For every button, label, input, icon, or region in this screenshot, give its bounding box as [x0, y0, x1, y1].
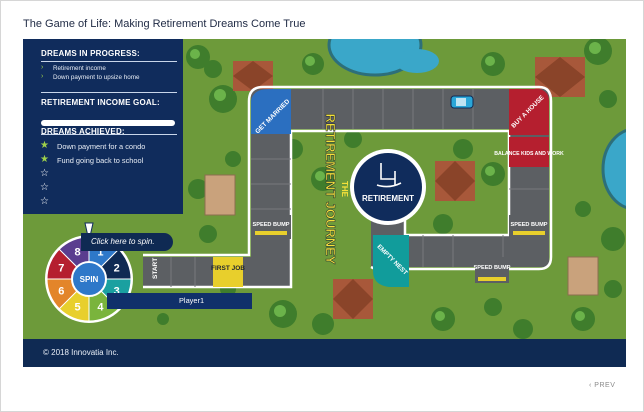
dreams-panel: DREAMS IN PROGRESS: › Retirement income …: [23, 39, 183, 214]
dreams-in-progress-heading: DREAMS IN PROGRESS:: [41, 49, 140, 58]
chevron-left-icon[interactable]: ‹: [589, 382, 592, 389]
board-squares: FIRST JOB GET MARRIED BUY A HOUSE BALANC…: [152, 89, 564, 287]
prev-label[interactable]: PREV: [594, 382, 616, 389]
car-icon: [450, 95, 474, 109]
copyright-text: © 2018 Innovatia Inc.: [43, 348, 119, 357]
svg-text:SPEED BUMP: SPEED BUMP: [474, 265, 511, 271]
dream-item: Down payment to upsize home: [53, 74, 140, 81]
svg-text:THE: THE: [340, 181, 349, 198]
empty-star-icon: ☆: [40, 168, 49, 179]
wheel-number: 7: [58, 263, 64, 275]
game-board: FIRST JOB GET MARRIED BUY A HOUSE BALANC…: [23, 39, 626, 367]
balance-kids-square: [509, 137, 549, 167]
svg-text:RETIREMENT JOURNEY: RETIREMENT JOURNEY: [323, 114, 338, 265]
filled-star-icon: ★: [40, 140, 49, 151]
wheel-number: 1: [97, 246, 103, 258]
retirement-journey-sign: THE RETIREMENT JOURNEY: [323, 113, 349, 265]
first-job-label: FIRST JOB: [211, 265, 245, 272]
player-bar: Player1: [107, 293, 252, 309]
speed-bump-right: SPEED BUMP: [509, 215, 549, 239]
spin-label[interactable]: SPIN: [80, 275, 99, 284]
first-job-square: [213, 257, 243, 287]
pond-right: [601, 129, 626, 209]
start-label: START: [152, 258, 159, 279]
spin-center-button[interactable]: [71, 261, 107, 297]
chevron-icon: ›: [41, 64, 44, 71]
wheel-number: 5: [74, 302, 80, 314]
chevron-icon: ›: [41, 73, 44, 80]
houses: [204, 57, 599, 319]
prev-button[interactable]: ‹ PREV: [589, 382, 615, 389]
spinner-pointer-icon: [84, 222, 94, 242]
svg-text:SPEED BUMP: SPEED BUMP: [253, 222, 290, 228]
empty-star-icon: ☆: [40, 182, 49, 193]
achieved-item: Down payment for a condo: [57, 142, 146, 151]
page-title: The Game of Life: Making Retirement Drea…: [23, 18, 306, 30]
filled-star-icon: ★: [40, 154, 49, 165]
wheel-number: 3: [114, 285, 120, 297]
svg-text:SPEED BUMP: SPEED BUMP: [511, 222, 548, 228]
wheel-number: 8: [74, 246, 80, 258]
divider: [41, 61, 177, 62]
speed-bump-left: SPEED BUMP: [251, 215, 291, 239]
speed-bump-bottom: SPEED BUMP: [474, 257, 511, 283]
divider: [41, 92, 177, 93]
tree-highlights: [190, 42, 601, 321]
pond-top-b: [395, 49, 439, 73]
footer: © 2018 Innovatia Inc.: [23, 339, 626, 367]
empty-nest-square: [373, 235, 409, 287]
retirement-goal-heading: RETIREMENT INCOME GOAL:: [41, 98, 160, 107]
divider: [41, 134, 177, 135]
retirement-label: RETIREMENT: [362, 194, 414, 203]
achieved-item: Fund going back to school: [57, 156, 144, 165]
retirement-goal-progress-bar: [41, 120, 175, 126]
player-name: Player1: [179, 296, 205, 305]
dream-item: Retirement income: [53, 65, 106, 72]
wheel-number: 4: [97, 302, 104, 314]
wheel-number: 6: [58, 285, 64, 297]
spin-prompt-label[interactable]: Click here to spin.: [91, 237, 155, 246]
wheel-number: 2: [114, 263, 120, 275]
rocking-chair-icon: [376, 163, 402, 188]
empty-star-icon: ☆: [40, 196, 49, 207]
dreams-achieved-heading: DREAMS ACHIEVED:: [41, 127, 125, 136]
click-to-spin-button[interactable]: Click here to spin.: [81, 233, 173, 251]
balance-kids-label: BALANCE KIDS AND WORK: [494, 151, 564, 157]
buy-house-square: [509, 89, 549, 135]
get-married-square: [251, 89, 291, 134]
